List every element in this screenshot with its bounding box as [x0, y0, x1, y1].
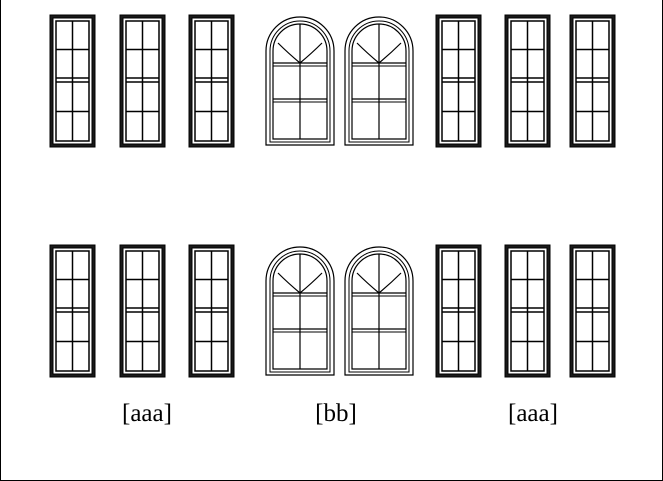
top-rectangular-window-7 [504, 14, 551, 148]
top-rectangular-window-2 [119, 14, 166, 148]
bottom-rectangular-window-2 [119, 244, 166, 378]
bottom-rectangular-window-6 [435, 244, 482, 378]
top-arched-window-5 [344, 16, 414, 146]
bottom-rectangular-window-8 [569, 244, 616, 378]
bottom-arched-window-4 [265, 246, 335, 376]
bottom-rectangular-window-3 [188, 244, 235, 378]
label-left-group: [aaa] [122, 400, 172, 427]
top-rectangular-window-8 [569, 14, 616, 148]
bottom-rectangular-window-1 [49, 244, 96, 378]
label-right-group: [aaa] [508, 400, 558, 427]
top-rectangular-window-3 [188, 14, 235, 148]
bottom-rectangular-window-7 [504, 244, 551, 378]
top-rectangular-window-6 [435, 14, 482, 148]
label-middle-group: [bb] [315, 400, 357, 427]
top-arched-window-4 [265, 16, 335, 146]
bottom-arched-window-5 [344, 246, 414, 376]
top-rectangular-window-1 [49, 14, 96, 148]
window-grid [49, 14, 616, 378]
